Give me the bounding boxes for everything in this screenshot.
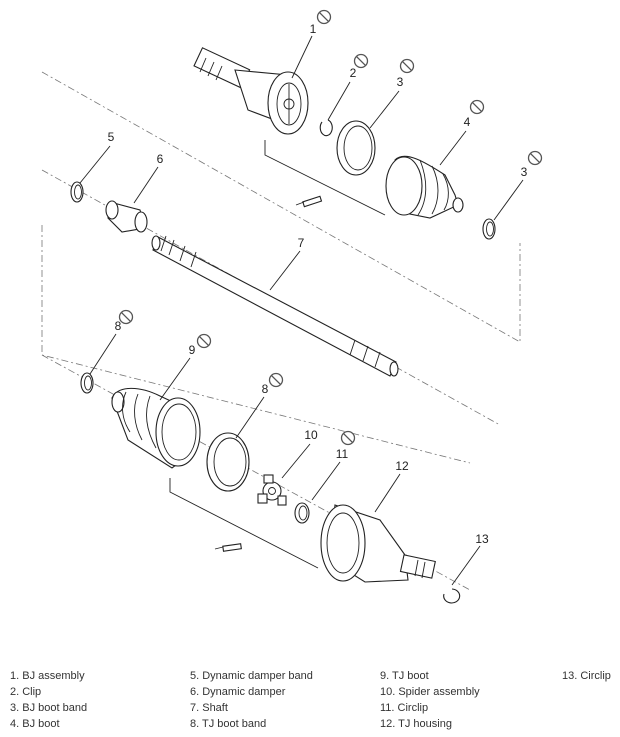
legend-item: 6. Dynamic damper [190, 686, 286, 698]
callout-6: 6 [157, 152, 164, 166]
drive-shaft-exploded-diagram: 1 2 3 4 3 5 6 7 8 9 8 10 11 12 13 [41, 9, 543, 604]
legend-item: 11. Circlip [380, 702, 429, 714]
clip [319, 119, 333, 137]
callout-7: 7 [298, 236, 305, 250]
legend-column-3: 9. TJ boot 10. Spider assembly 11. Circl… [380, 668, 480, 732]
bj-boot-band [336, 120, 376, 176]
callout-1: 1 [310, 22, 317, 36]
leader-lines [79, 35, 524, 586]
group-brackets [169, 140, 386, 569]
legend-item: 8. TJ boot band [190, 718, 267, 730]
legend-item: 3. BJ boot band [10, 702, 88, 714]
tj-boot-band-small [80, 372, 94, 394]
dynamic-damper [105, 200, 148, 233]
spider-assembly [257, 474, 287, 506]
callout-4: 4 [464, 115, 471, 129]
callout-8: 8 [262, 382, 269, 396]
legend-item: 1. BJ assembly [10, 670, 85, 682]
callout-9: 9 [189, 343, 196, 357]
callout-3: 3 [521, 165, 528, 179]
tj-boot-band [206, 432, 250, 492]
callout-numbers: 1 2 3 4 3 5 6 7 8 9 8 10 11 12 13 [108, 22, 528, 546]
bj-boot [385, 155, 464, 219]
legend-item: 13. Circlip [562, 670, 611, 682]
legend-item: 9. TJ boot [380, 670, 429, 682]
bj-boot-band-small [482, 218, 496, 240]
circlip [294, 502, 310, 524]
legend-item: 2. Clip [10, 686, 42, 698]
shaft [151, 235, 399, 377]
legend-column-1: 1. BJ assembly 2. Clip 3. BJ boot band 4… [10, 668, 87, 732]
circlip-tj [443, 588, 461, 604]
legend-column-2: 5. Dynamic damper band 6. Dynamic damper… [190, 668, 313, 732]
legend-column-4: 13. Circlip [562, 668, 611, 684]
legend-item: 5. Dynamic damper band [190, 670, 313, 682]
legend-item: 10. Spider assembly [380, 686, 480, 698]
tj-boot [111, 387, 201, 469]
callout-12: 12 [395, 459, 409, 473]
grease-tube-icon [214, 543, 242, 552]
no-reuse-symbols [118, 9, 543, 446]
legend-item: 12. TJ housing [380, 718, 452, 730]
legend-item: 7. Shaft [190, 702, 228, 714]
callout-2: 2 [350, 66, 357, 80]
callout-13: 13 [475, 532, 489, 546]
callout-5: 5 [108, 130, 115, 144]
tj-housing [320, 504, 436, 583]
callout-11: 11 [336, 447, 349, 461]
grease-tube-icon [295, 195, 323, 208]
bj-assembly [193, 47, 309, 135]
legend-item: 4. BJ boot [10, 718, 60, 730]
parts-legend: 1. BJ assembly 2. Clip 3. BJ boot band 4… [0, 668, 620, 734]
callout-3: 3 [397, 75, 404, 89]
callout-8: 8 [115, 319, 122, 333]
dynamic-damper-band [70, 181, 84, 203]
callout-10: 10 [304, 428, 318, 442]
